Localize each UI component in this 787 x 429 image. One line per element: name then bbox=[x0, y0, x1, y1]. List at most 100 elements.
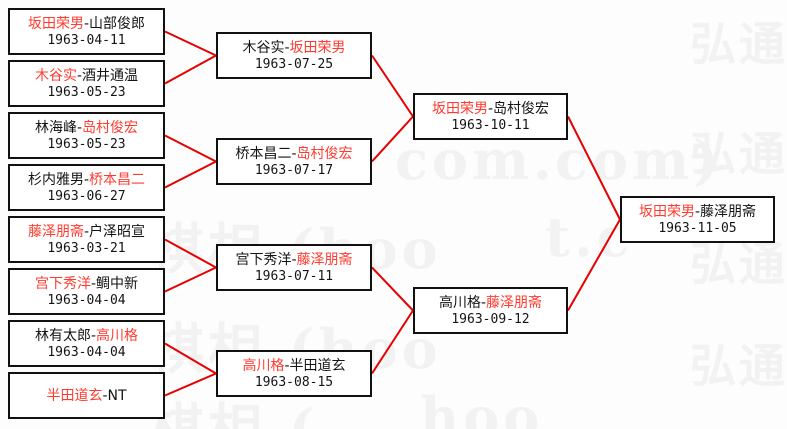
player-separator: - bbox=[480, 294, 487, 311]
match-date: 1963-11-05 bbox=[658, 220, 737, 236]
bracket-connector bbox=[164, 266, 217, 293]
player-separator: - bbox=[83, 15, 90, 32]
match-date: 1963-05-23 bbox=[47, 136, 126, 152]
winner-name: 藤泽朋斋 bbox=[27, 223, 84, 240]
match-date: 1963-09-12 bbox=[451, 311, 530, 327]
match-players: 高川格-半田道玄 bbox=[242, 358, 345, 375]
match-date: 1963-10-11 bbox=[451, 117, 530, 133]
winner-name: 坂田荣男 bbox=[431, 100, 488, 117]
match-players: 坂田荣男-山部俊郎 bbox=[28, 16, 145, 33]
match-players: 半田道玄-NT bbox=[46, 388, 126, 405]
player-separator: - bbox=[90, 327, 97, 344]
bracket-connector bbox=[371, 266, 414, 312]
bracket-connector bbox=[164, 342, 217, 375]
bracket-connector bbox=[164, 134, 217, 163]
match-players: 坂田荣男-藤泽朋斋 bbox=[639, 204, 756, 221]
loser-name: 宫下秀洋 bbox=[235, 251, 292, 268]
match-date: 1963-06-27 bbox=[47, 188, 126, 204]
winner-name: 木谷实 bbox=[34, 67, 77, 84]
watermark-text: hoo bbox=[420, 385, 544, 429]
match-players: 杉内雅男-桥本昌二 bbox=[28, 172, 145, 189]
match-box[interactable]: 半田道玄-NT bbox=[8, 372, 165, 419]
match-players: 木谷实-坂田荣男 bbox=[242, 40, 345, 57]
match-players: 宫下秀洋-鲷中新 bbox=[35, 276, 138, 293]
player-separator: - bbox=[487, 100, 494, 117]
bracket-connector bbox=[164, 54, 217, 85]
bracket-connector bbox=[371, 54, 414, 118]
winner-name: 藤泽朋斋 bbox=[486, 294, 543, 311]
match-date: 1963-08-15 bbox=[254, 374, 334, 390]
loser-name: 林有太郎 bbox=[34, 327, 91, 344]
match-date: 1963-05-23 bbox=[47, 84, 126, 100]
winner-name: 坂田荣男 bbox=[27, 15, 84, 32]
player-separator: - bbox=[76, 119, 83, 136]
winner-name: 宫下秀洋 bbox=[34, 275, 91, 292]
match-players: 林海峰-岛村俊宏 bbox=[35, 120, 138, 137]
winner-name: 藤泽朋斋 bbox=[296, 251, 353, 268]
bracket-connector bbox=[371, 115, 414, 163]
player-separator: - bbox=[291, 251, 297, 268]
bracket-connector bbox=[164, 372, 217, 397]
match-date: 1963-07-25 bbox=[254, 56, 334, 72]
bracket-connector bbox=[164, 160, 217, 189]
match-date: 1963-04-04 bbox=[47, 344, 126, 360]
player-separator: - bbox=[102, 387, 108, 404]
match-players: 坂田荣男-岛村俊宏 bbox=[432, 101, 549, 118]
match-date: 1963-07-11 bbox=[254, 268, 334, 284]
loser-name: 岛村俊宏 bbox=[493, 100, 550, 117]
loser-name: 杉内雅男 bbox=[27, 171, 84, 188]
bracket-connector bbox=[567, 219, 621, 311]
match-date: 1963-03-21 bbox=[47, 240, 126, 256]
match-players: 高川格-藤泽朋斋 bbox=[439, 295, 542, 312]
match-players: 木谷实-酒井通温 bbox=[35, 68, 138, 85]
watermark-text: com) bbox=[555, 128, 723, 192]
player-separator: - bbox=[291, 145, 297, 162]
match-players: 林有太郎-高川格 bbox=[35, 328, 138, 345]
loser-name: 户泽昭宣 bbox=[89, 223, 146, 240]
match-date: 1963-04-04 bbox=[47, 292, 126, 308]
watermark-text: 弘通 bbox=[690, 17, 787, 71]
loser-name: 半田道玄 bbox=[289, 357, 346, 374]
loser-name: 藤泽朋斋 bbox=[700, 203, 757, 220]
match-players: 宫下秀洋-藤泽朋斋 bbox=[235, 252, 352, 269]
loser-name: 木谷实 bbox=[242, 39, 285, 56]
bracket-connector bbox=[371, 309, 414, 375]
watermark-text: 弘通 bbox=[690, 127, 787, 181]
winner-name: 坂田荣男 bbox=[638, 203, 695, 220]
bracket-connector bbox=[567, 116, 621, 220]
loser-name: 高川格 bbox=[438, 294, 481, 311]
watermark-text: 弘通 bbox=[690, 339, 787, 393]
bracket-connector bbox=[164, 238, 217, 269]
player-separator: - bbox=[76, 67, 83, 84]
winner-name: 高川格 bbox=[96, 327, 139, 344]
match-players: 藤泽朋斋-户泽昭宣 bbox=[28, 224, 145, 241]
player-separator: - bbox=[83, 171, 90, 188]
winner-name: 桥本昌二 bbox=[89, 171, 146, 188]
player-separator: - bbox=[284, 39, 290, 56]
winner-name: 半田道玄 bbox=[46, 387, 103, 404]
loser-name: 鲷中新 bbox=[96, 275, 139, 292]
winner-name: 高川格 bbox=[242, 357, 285, 374]
winner-name: 岛村俊宏 bbox=[296, 145, 353, 162]
player-separator: - bbox=[83, 223, 90, 240]
loser-name: 山部俊郎 bbox=[89, 15, 146, 32]
loser-name: 桥本昌二 bbox=[235, 145, 292, 162]
player-separator: - bbox=[284, 357, 290, 374]
bracket-connector bbox=[164, 30, 217, 57]
match-date: 1963-04-11 bbox=[47, 32, 126, 48]
